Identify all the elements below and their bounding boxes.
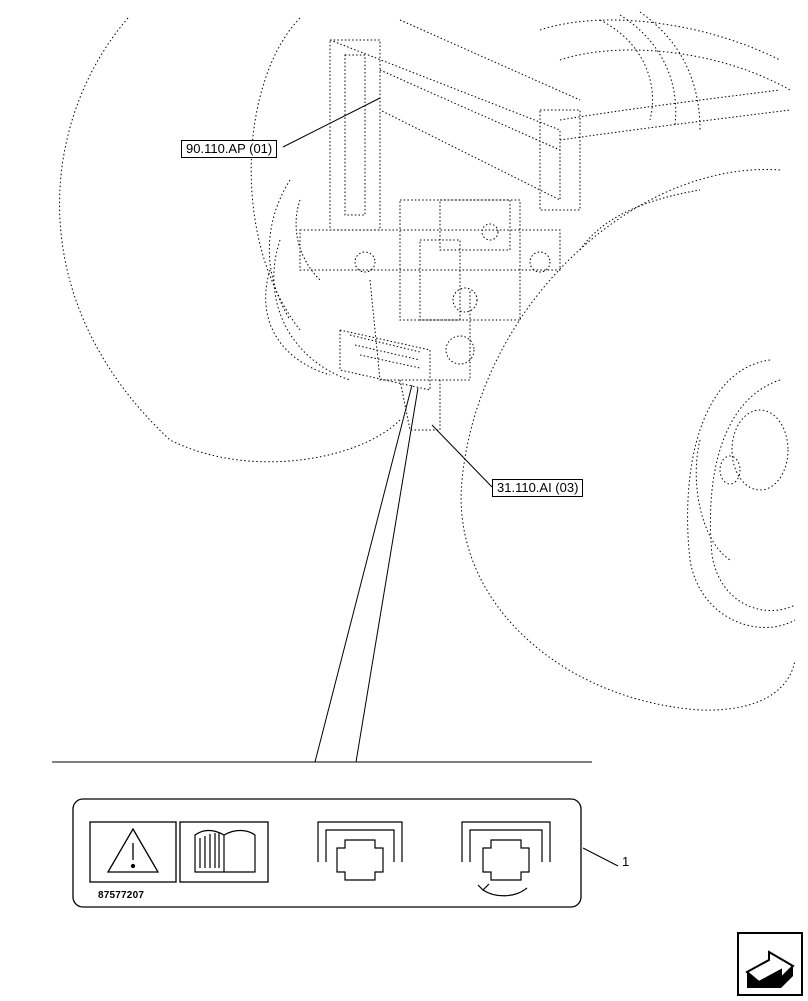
next-page-button[interactable] xyxy=(737,932,803,996)
next-page-arrow-icon xyxy=(737,932,803,996)
decal-part-code: 87577207 xyxy=(98,890,145,901)
hitch-lock-icon xyxy=(317,821,403,881)
callout-frame-reference[interactable]: 90.110.AP (01) xyxy=(181,140,278,158)
operator-manual-icon xyxy=(194,829,256,873)
item-number-label: 1 xyxy=(622,854,630,869)
warning-triangle-icon xyxy=(106,827,160,873)
right-front-tyre xyxy=(460,11,796,711)
left-rear-tyre xyxy=(59,17,401,463)
callout-hitch-reference[interactable]: 31.110.AI (03) xyxy=(492,479,584,497)
leader-lines xyxy=(52,97,619,867)
decal-sheet xyxy=(72,798,582,908)
hitch-rotate-icon xyxy=(461,821,551,897)
front-frame-assembly xyxy=(295,19,791,431)
